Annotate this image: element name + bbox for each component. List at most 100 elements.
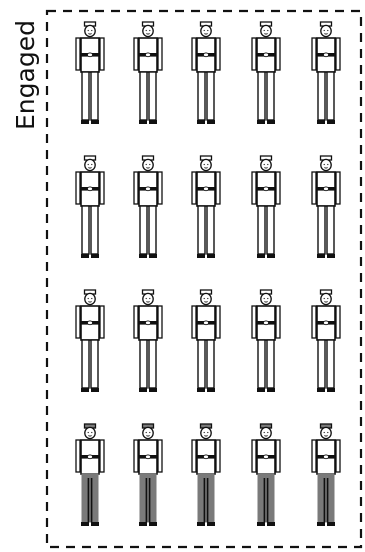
eye-left [88, 432, 89, 433]
arm-left [134, 38, 138, 70]
head [143, 159, 153, 170]
head [321, 159, 331, 170]
figure-4-1 [76, 424, 104, 526]
pants [82, 474, 98, 522]
arm-right [276, 306, 280, 338]
arm-right [336, 38, 340, 70]
figure-3-5 [312, 290, 340, 392]
boot-right [149, 254, 157, 258]
leg-left [318, 72, 325, 120]
belt-buckle [145, 321, 150, 325]
figure-3-1 [76, 290, 104, 392]
head [201, 427, 211, 438]
arm-right [158, 306, 162, 338]
belt-buckle [263, 187, 268, 191]
leg-right [149, 206, 156, 254]
boot-left [197, 522, 205, 526]
boot-right [207, 388, 215, 392]
leg-left [258, 72, 265, 120]
figure-1-4 [252, 22, 280, 124]
boot-right [267, 254, 275, 258]
eye-right [267, 164, 268, 165]
arm-left [312, 172, 316, 204]
arm-left [192, 172, 196, 204]
figure-grid [76, 22, 340, 526]
eye-left [88, 164, 89, 165]
belt-buckle [87, 455, 92, 459]
eye-left [324, 432, 325, 433]
eye-right [267, 30, 268, 31]
boot-left [139, 522, 147, 526]
eye-right [91, 30, 92, 31]
arm-right [336, 172, 340, 204]
eye-left [204, 164, 205, 165]
eye-right [327, 164, 328, 165]
belt-buckle [145, 187, 150, 191]
leg-right [207, 206, 214, 254]
arm-right [158, 440, 162, 472]
leg-left [82, 72, 89, 120]
head [321, 293, 331, 304]
belt-buckle [145, 53, 150, 57]
figure-1-3 [192, 22, 220, 124]
leg-right [267, 340, 274, 388]
leg-right [327, 206, 334, 254]
boot-right [327, 254, 335, 258]
head [85, 427, 95, 438]
figure-3-2 [134, 290, 162, 392]
figure-4-2 [134, 424, 162, 526]
eye-right [207, 164, 208, 165]
boot-right [149, 120, 157, 124]
boot-left [257, 522, 265, 526]
eye-left [88, 298, 89, 299]
boot-left [317, 254, 325, 258]
eye-left [324, 30, 325, 31]
arm-right [276, 172, 280, 204]
eye-right [91, 298, 92, 299]
boot-left [197, 388, 205, 392]
arm-right [158, 38, 162, 70]
leg-right [207, 340, 214, 388]
arm-left [252, 38, 256, 70]
arm-right [216, 306, 220, 338]
arm-right [158, 172, 162, 204]
eye-right [327, 432, 328, 433]
boot-left [317, 388, 325, 392]
boot-right [207, 254, 215, 258]
belt-buckle [323, 455, 328, 459]
arm-left [192, 306, 196, 338]
eye-right [327, 30, 328, 31]
leg-left [140, 340, 147, 388]
boot-left [139, 388, 147, 392]
frame-label: Engaged [11, 15, 41, 135]
figure-1-1 [76, 22, 104, 124]
boot-left [257, 120, 265, 124]
eye-right [91, 432, 92, 433]
boot-right [91, 388, 99, 392]
belt-buckle [145, 455, 150, 459]
leg-left [140, 206, 147, 254]
arm-left [76, 172, 80, 204]
belt-buckle [203, 53, 208, 57]
eye-right [149, 164, 150, 165]
pants [258, 474, 274, 522]
head [261, 427, 271, 438]
arm-right [336, 440, 340, 472]
eye-left [204, 30, 205, 31]
head [261, 293, 271, 304]
leg-left [258, 340, 265, 388]
leg-right [91, 72, 98, 120]
head [261, 25, 271, 36]
belt-buckle [87, 53, 92, 57]
leg-right [91, 206, 98, 254]
figure-1-2 [134, 22, 162, 124]
figure-2-4 [252, 156, 280, 258]
boot-right [267, 388, 275, 392]
boot-left [317, 522, 325, 526]
eye-right [91, 164, 92, 165]
eye-right [267, 432, 268, 433]
boot-right [91, 120, 99, 124]
belt-buckle [263, 321, 268, 325]
arm-right [100, 172, 104, 204]
arm-left [134, 172, 138, 204]
